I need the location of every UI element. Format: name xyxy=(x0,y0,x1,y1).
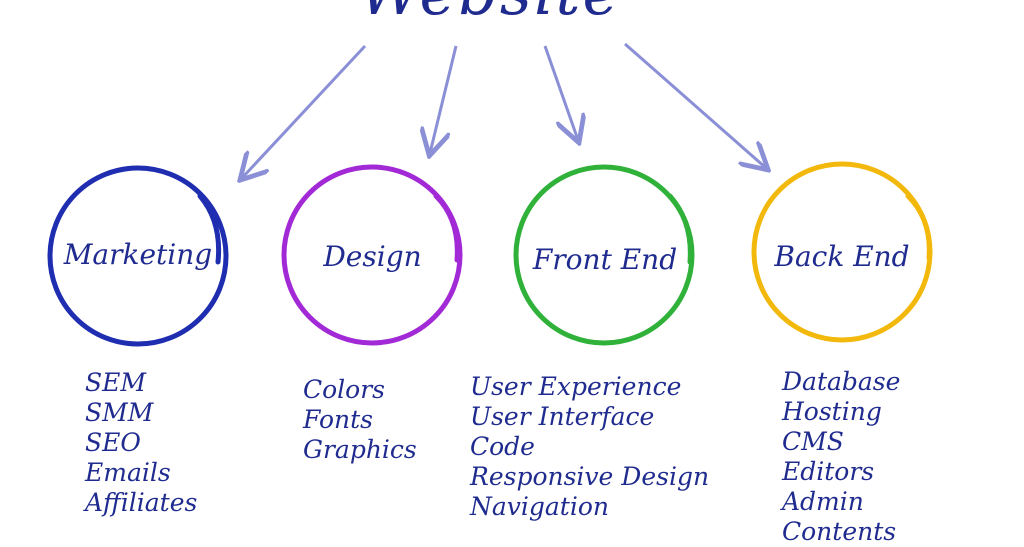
website-diagram: Website Marketing Design Front End Back … xyxy=(47,0,933,546)
arrow-back-end xyxy=(624,42,766,168)
list-item: Admin xyxy=(782,487,864,516)
circle-design xyxy=(281,164,463,346)
marketing-list: SEM SMM SEO Emails Affiliates xyxy=(85,368,197,518)
diagram-canvas xyxy=(47,42,933,347)
list-item: CMS xyxy=(782,427,844,456)
list-item: Editors xyxy=(782,457,875,486)
list-item: User Experience xyxy=(470,372,682,401)
list-item: Affiliates xyxy=(85,488,198,517)
node-label-marketing: Marketing xyxy=(63,238,213,271)
list-item: Fonts xyxy=(303,405,374,434)
front-end-list: User Experience User Interface Code Resp… xyxy=(470,372,709,522)
list-item: SMM xyxy=(85,398,154,427)
circle-design-tail xyxy=(433,193,460,263)
design-list: Colors Fonts Graphics xyxy=(303,375,417,465)
circle-front-end-tail xyxy=(667,193,693,265)
list-item: Contents xyxy=(782,517,897,546)
node-label-front-end: Front End xyxy=(532,243,678,276)
arrow-front-end xyxy=(543,45,578,140)
list-item: User Interface xyxy=(470,402,655,431)
list-item: Emails xyxy=(85,458,171,487)
list-item: SEM xyxy=(85,368,146,397)
list-item: SEO xyxy=(85,428,141,457)
arrow-design xyxy=(430,45,458,153)
list-item: Database xyxy=(782,367,901,396)
circle-marketing-tail xyxy=(197,193,222,265)
arrow-marketing xyxy=(242,44,367,178)
list-item: Hosting xyxy=(782,397,882,426)
list-item: Colors xyxy=(303,375,386,404)
list-item: Code xyxy=(470,432,535,461)
circle-marketing xyxy=(47,165,229,347)
node-label-design: Design xyxy=(323,240,422,273)
node-label-back-end: Back End xyxy=(774,240,910,273)
circle-back-end-tail xyxy=(905,193,932,261)
list-item: Graphics xyxy=(303,435,417,464)
back-end-list: Database Hosting CMS Editors Admin Conte… xyxy=(782,367,900,547)
diagram-title: Website xyxy=(320,0,660,29)
list-item: Responsive Design xyxy=(470,462,710,491)
list-item: Navigation xyxy=(470,492,610,521)
